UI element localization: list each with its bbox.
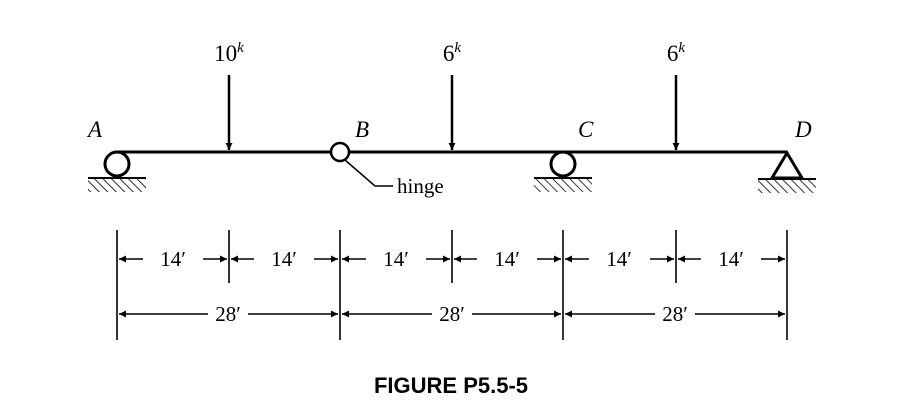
hinge-leader — [344, 159, 393, 187]
dimension-short-4: 14′ — [454, 247, 561, 271]
svg-text:14′: 14′ — [494, 247, 520, 271]
svg-text:14′: 14′ — [606, 247, 632, 271]
node-label-d: D — [794, 117, 812, 142]
load-magnitude-2: 6 — [443, 41, 455, 66]
roller-support-a — [88, 150, 146, 192]
figure-caption: FIGURE P5.5-5 — [374, 373, 528, 398]
load-label-3: 6k — [667, 40, 686, 66]
svg-text:14′: 14′ — [718, 247, 744, 271]
dimension-short-2: 14′ — [231, 247, 338, 271]
dimension-extension-lines — [116, 230, 788, 340]
pin-support-d — [758, 150, 816, 193]
dimension-short-5: 14′ — [565, 247, 674, 271]
node-label-a: A — [86, 117, 103, 142]
svg-text:14′: 14′ — [271, 247, 297, 271]
node-label-b: B — [355, 117, 369, 142]
roller-support-c — [534, 150, 592, 192]
svg-text:14′: 14′ — [383, 247, 409, 271]
dimension-row-short: 14′ 14′ 14′ 14′ 14′ 14′ — [119, 247, 785, 271]
svg-text:28′: 28′ — [662, 302, 688, 326]
dimension-long-1: 28′ — [119, 302, 338, 326]
load-label-1: 10k — [214, 40, 244, 66]
node-label-c: C — [578, 117, 594, 142]
svg-text:28′: 28′ — [215, 302, 241, 326]
load-unit-3: k — [678, 40, 685, 56]
hinge-label: hinge — [397, 174, 444, 198]
load-magnitude-3: 6 — [667, 41, 679, 66]
svg-text:14′: 14′ — [160, 247, 186, 271]
dimension-long-3: 28′ — [565, 302, 785, 326]
load-magnitude-1: 10 — [214, 41, 237, 66]
load-unit-1: k — [237, 40, 244, 56]
hinge-b — [329, 141, 351, 163]
dimension-short-1: 14′ — [119, 247, 227, 271]
dimension-short-3: 14′ — [342, 247, 450, 271]
dimension-row-long: 28′ 28′ 28′ — [119, 302, 785, 326]
load-label-2: 6k — [443, 40, 462, 66]
svg-text:28′: 28′ — [439, 302, 465, 326]
load-unit-2: k — [454, 40, 461, 56]
dimension-long-2: 28′ — [342, 302, 561, 326]
dimension-short-6: 14′ — [678, 247, 785, 271]
